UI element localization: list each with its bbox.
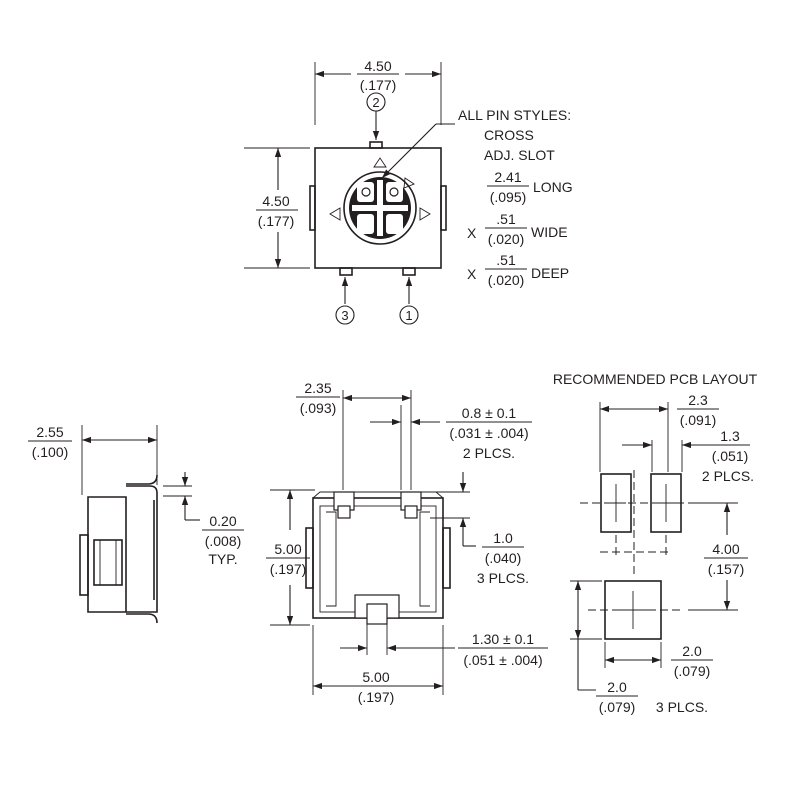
- pin-width-note: 2 PLCS.: [463, 445, 515, 461]
- pin-width-mm: 0.8 ± 0.1: [462, 405, 517, 421]
- pad-length-mm: 1.0: [493, 530, 513, 546]
- slot-x-symbol: X: [467, 266, 477, 282]
- pcb-pad-bottom: [604, 580, 662, 640]
- pad-length-in: (.040): [485, 550, 522, 566]
- indicator-triangle: [403, 177, 415, 189]
- indicator-triangle: [419, 207, 431, 221]
- terminal-thickness-mm: 0.20: [209, 513, 236, 529]
- pin-spacing-in: (.093): [300, 400, 337, 416]
- side-depth-mm: 2.55: [36, 424, 63, 440]
- pcb-pad-width-mm: 1.3: [720, 428, 740, 444]
- cross-slot: [349, 177, 411, 239]
- slot-deep-label: DEEP: [531, 265, 569, 281]
- indicator-triangle: [329, 207, 341, 221]
- pin-width-in: (.031 ± .004): [449, 425, 528, 441]
- front-top-pad-left-inner: [337, 505, 351, 519]
- slot-note-line1: ALL PIN STYLES:: [458, 107, 571, 123]
- side-terminal-bottom: [126, 613, 158, 624]
- pcb-layout: RECOMMENDED PCB LAYOUT 2.3 (.091) 1.3 (.…: [553, 371, 758, 715]
- slot-wide-mm: .51: [496, 211, 516, 227]
- top-view: 4.50 (.177) 2 4.50 (.177): [244, 58, 573, 325]
- slot-long-label: LONG: [533, 179, 573, 195]
- pcb-pad-right: [650, 473, 682, 533]
- front-height-in: (.197): [270, 561, 307, 577]
- pcb-pad-size-in: (.079): [674, 663, 711, 679]
- pad-length-note: 3 PLCS.: [477, 570, 529, 586]
- terminal-thickness-in: (.008): [205, 533, 242, 549]
- pcb-pad-size-mm: 2.0: [682, 643, 702, 659]
- slot-long-in: (.095): [490, 189, 527, 205]
- top-width-mm: 4.50: [364, 58, 391, 74]
- top-height-in: (.177): [258, 213, 295, 229]
- slot-deep-mm: .51: [496, 252, 516, 268]
- pcb-layout-title: RECOMMENDED PCB LAYOUT: [553, 371, 758, 387]
- side-terminal-top: [126, 474, 158, 485]
- front-side-tab-right: [442, 527, 451, 589]
- pcb-pad-height-note: 3 PLCS.: [656, 699, 708, 715]
- indicator-triangle: [373, 157, 387, 168]
- pcb-pad-left: [600, 473, 632, 533]
- rotor-outline: [343, 171, 417, 245]
- slot-x-symbol: X: [467, 225, 477, 241]
- slot-long-mm: 2.41: [494, 169, 521, 185]
- pin-2-label: 2: [372, 95, 379, 110]
- front-width-in: (.197): [358, 689, 395, 705]
- top-height-mm: 4.50: [262, 193, 289, 209]
- top-width-in: (.177): [360, 77, 397, 93]
- pcb-row-gap-in: (.157): [708, 561, 745, 577]
- front-inner-left: [326, 511, 337, 607]
- side-depth-in: (.100): [32, 444, 69, 460]
- pin-1-callout: [399, 305, 419, 325]
- slot-wide-label: WIDE: [531, 224, 568, 240]
- side-view: 2.55 (.100) 0.20 (.008) TYP.: [28, 424, 244, 624]
- pcb-pad-height-mm: 2.0: [607, 679, 627, 695]
- slot-note-line3: ADJ. SLOT: [484, 147, 555, 163]
- pin-2-tab: [369, 141, 383, 149]
- front-top-edge: [312, 491, 444, 499]
- side-rotor: [93, 539, 123, 586]
- front-bottom-pin: [366, 603, 388, 625]
- front-top-pad-right-inner: [404, 505, 418, 519]
- side-cap: [126, 485, 158, 613]
- front-view: 2.35 (.093) 0.8 ± 0.1 (.031 ± .004) 2 PL…: [266, 380, 548, 705]
- side-tab-left: [309, 185, 316, 231]
- slot-note-line2: CROSS: [484, 127, 534, 143]
- slot-deep-in: (.020): [488, 272, 525, 288]
- pin-3-tab: [339, 267, 353, 276]
- front-inner-right: [419, 511, 430, 607]
- pcb-pitch-in: (.091): [680, 412, 717, 428]
- pin-3-label: 3: [341, 308, 348, 323]
- pin-1-tab: [402, 267, 416, 276]
- front-side-tab-left: [305, 527, 314, 589]
- pcb-pad-height-in: (.079): [599, 699, 636, 715]
- pcb-pad-width-note: 2 PLCS.: [702, 468, 754, 484]
- pin-1-label: 1: [405, 308, 412, 323]
- pcb-pitch-mm: 2.3: [688, 392, 708, 408]
- pcb-row-gap-mm: 4.00: [712, 541, 739, 557]
- center-pin-in: (.051 ± .004): [463, 652, 542, 668]
- front-height-mm: 5.00: [274, 541, 301, 557]
- leader-line: [381, 123, 437, 179]
- front-width-mm: 5.00: [362, 669, 389, 685]
- pin-spacing-mm: 2.35: [304, 380, 331, 396]
- center-pin-mm: 1.30 ± 0.1: [472, 631, 534, 647]
- pin-3-callout: [335, 305, 355, 325]
- side-pin: [79, 534, 89, 596]
- pcb-pad-width-in: (.051): [712, 448, 749, 464]
- terminal-thickness-note: TYP.: [208, 551, 237, 567]
- slot-wide-in: (.020): [488, 231, 525, 247]
- side-tab-right: [440, 185, 447, 231]
